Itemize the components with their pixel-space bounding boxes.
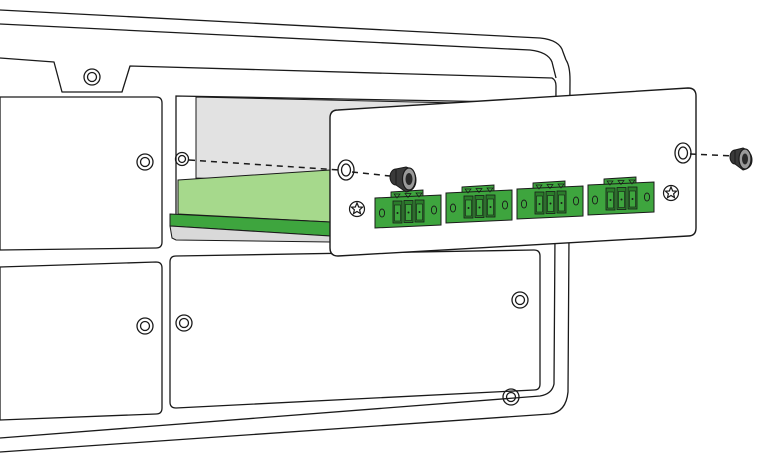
faceplate-left-hole [337, 159, 355, 181]
star-screw-icon-left [348, 200, 366, 218]
lower-left-panel [0, 261, 163, 421]
chassis-frame [0, 9, 571, 453]
screw-icon-right [729, 147, 753, 171]
assembly-line-left [188, 159, 391, 177]
faceplate-right-hole [674, 142, 692, 164]
io-card-faceplate [329, 87, 697, 257]
slot-guide-hole [174, 151, 190, 167]
chassis-bottom-hole [502, 388, 520, 406]
terminal-block-4 [587, 176, 655, 216]
upper-left-panel [0, 96, 163, 251]
lower-center-panel-hole-left [175, 314, 193, 332]
terminal-block-3 [516, 180, 584, 220]
star-screw-icon-right [662, 184, 680, 202]
lower-center-panel [169, 249, 541, 409]
terminal-block-2 [445, 184, 513, 224]
screw-icon-left [389, 166, 417, 193]
upper-left-panel-hole [136, 153, 154, 171]
pcb-board [169, 169, 331, 243]
lower-center-panel-hole-right [511, 291, 529, 309]
assembly-line-right [689, 153, 735, 157]
lower-left-panel-hole [136, 317, 154, 335]
terminal-block-1 [374, 189, 442, 229]
chassis-top-hole [83, 68, 101, 86]
terminal-blocks [374, 176, 655, 229]
